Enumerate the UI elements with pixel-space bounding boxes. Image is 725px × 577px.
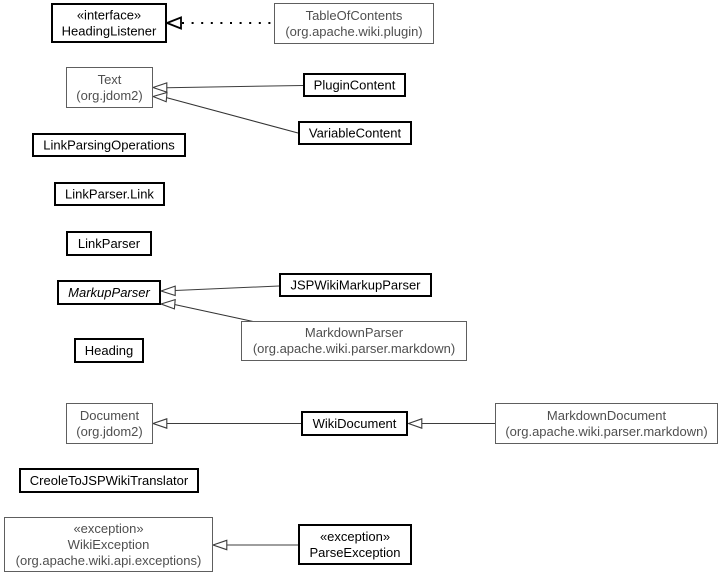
svg-text:TableOfContents: TableOfContents <box>306 8 403 23</box>
svg-text:LinkParser.Link: LinkParser.Link <box>65 187 154 202</box>
svg-text:Document: Document <box>80 408 140 423</box>
svg-text:(org.jdom2): (org.jdom2) <box>76 424 142 439</box>
svg-text:(org.apache.wiki.api.exception: (org.apache.wiki.api.exceptions) <box>16 553 202 568</box>
svg-text:WikiDocument: WikiDocument <box>313 416 397 431</box>
svg-text:Heading: Heading <box>85 343 133 358</box>
svg-text:ParseException: ParseException <box>309 545 400 560</box>
svg-text:MarkdownDocument: MarkdownDocument <box>547 408 667 423</box>
svg-text:«exception»: «exception» <box>73 521 143 536</box>
svg-text:WikiException: WikiException <box>68 537 150 552</box>
svg-text:PluginContent: PluginContent <box>314 78 396 93</box>
svg-text:«exception»: «exception» <box>320 529 390 544</box>
svg-text:Text: Text <box>98 72 122 87</box>
svg-text:MarkdownParser: MarkdownParser <box>305 325 404 340</box>
svg-text:(org.jdom2): (org.jdom2) <box>76 88 142 103</box>
svg-text:(org.apache.wiki.parser.markdo: (org.apache.wiki.parser.markdown) <box>253 341 455 356</box>
svg-text:HeadingListener: HeadingListener <box>62 24 157 39</box>
svg-text:(org.apache.wiki.plugin): (org.apache.wiki.plugin) <box>285 24 422 39</box>
svg-text:«interface»: «interface» <box>77 8 141 23</box>
svg-text:VariableContent: VariableContent <box>309 126 402 141</box>
svg-text:MarkupParser: MarkupParser <box>68 285 150 300</box>
svg-text:(org.apache.wiki.parser.markdo: (org.apache.wiki.parser.markdown) <box>505 424 707 439</box>
svg-text:LinkParser: LinkParser <box>78 236 141 251</box>
svg-text:CreoleToJSPWikiTranslator: CreoleToJSPWikiTranslator <box>30 473 189 488</box>
svg-text:JSPWikiMarkupParser: JSPWikiMarkupParser <box>290 278 421 293</box>
svg-text:LinkParsingOperations: LinkParsingOperations <box>43 138 175 153</box>
